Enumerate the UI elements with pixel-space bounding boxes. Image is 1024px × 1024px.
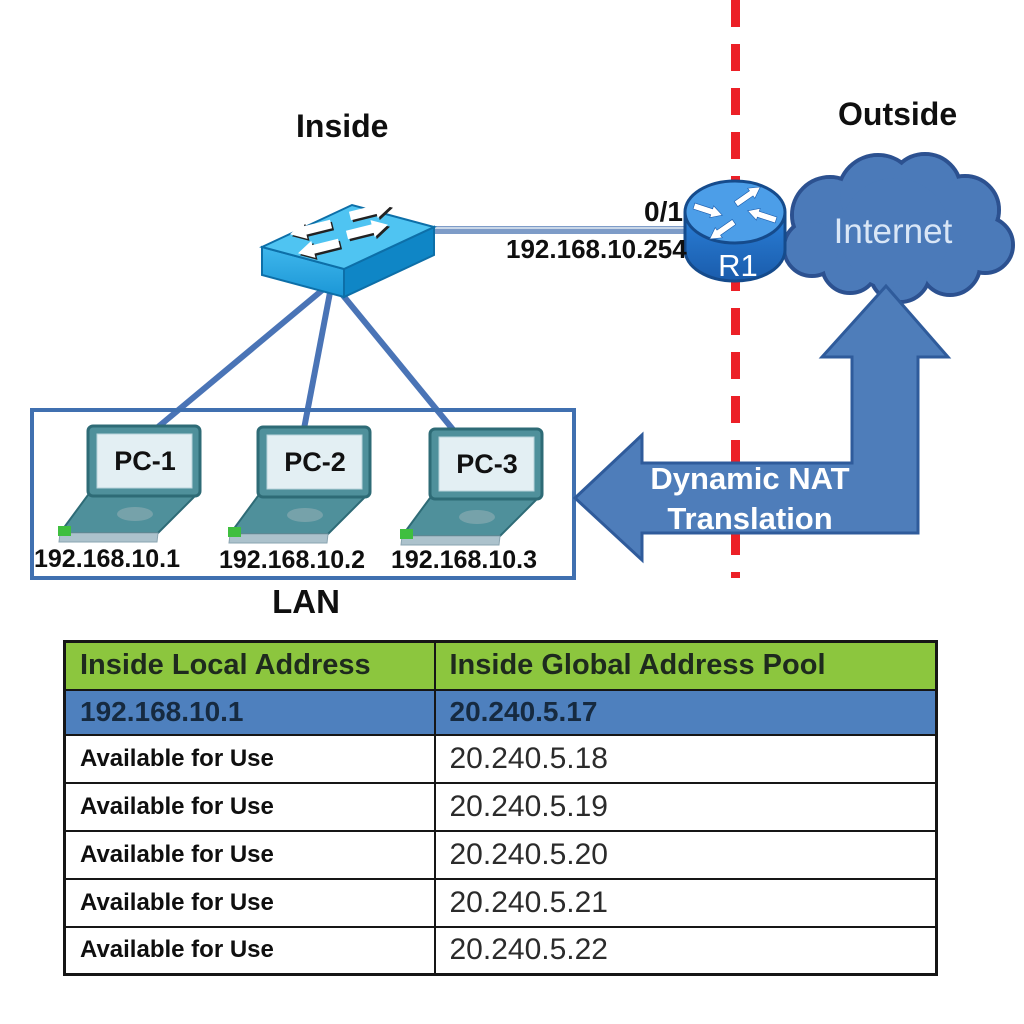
- router-top: [683, 179, 787, 245]
- pc1-name-label: PC-1: [114, 446, 176, 476]
- local-address-cell: 192.168.10.1: [63, 688, 436, 736]
- inside-outside-boundary-line: [731, 0, 740, 578]
- router-interface-ip-label: 192.168.10.254: [506, 234, 687, 264]
- pc2-name-label: PC-2: [284, 447, 346, 477]
- nat-address-table: Inside Local Address Inside Global Addre…: [63, 640, 938, 976]
- pc2-ip-label: 192.168.10.2: [219, 546, 365, 574]
- pc3-name-label: PC-3: [456, 449, 518, 479]
- pc2-laptop-icon: PC-2: [228, 425, 372, 544]
- table-row: Available for Use 20.240.5.20: [63, 829, 938, 880]
- global-address-cell: 20.240.5.17: [433, 688, 938, 736]
- header-inside-global: Inside Global Address Pool: [433, 640, 938, 691]
- table-row: Available for Use 20.240.5.19: [63, 781, 938, 832]
- header-inside-local: Inside Local Address: [63, 640, 436, 691]
- local-address-cell: Available for Use: [63, 877, 436, 928]
- router-icon: R1: [683, 179, 787, 283]
- outside-zone-label: Outside: [838, 96, 958, 132]
- global-address-cell: 20.240.5.18: [433, 733, 938, 784]
- table-row: Available for Use 20.240.5.22: [63, 925, 938, 976]
- pc1-ip-label: 192.168.10.1: [34, 545, 180, 573]
- inside-zone-label: Inside: [296, 108, 389, 144]
- router-interface-label: 0/1: [644, 196, 683, 227]
- table-header-row: Inside Local Address Inside Global Addre…: [63, 640, 938, 691]
- dynamic-nat-arrow-shape: [572, 283, 952, 564]
- global-address-cell: 20.240.5.21: [433, 877, 938, 928]
- router-name-label: R1: [718, 248, 758, 283]
- local-address-cell: Available for Use: [63, 829, 436, 880]
- local-address-cell: Available for Use: [63, 733, 436, 784]
- pc3-ip-label: 192.168.10.3: [391, 546, 537, 574]
- local-address-cell: Available for Use: [63, 925, 436, 976]
- global-address-cell: 20.240.5.22: [433, 925, 938, 976]
- nat-arrow-text-line2: Translation: [667, 501, 832, 536]
- nat-arrow-text-line1: Dynamic NAT: [650, 461, 849, 496]
- pc1-laptop-icon: PC-1: [58, 424, 202, 543]
- table-row-translated: 192.168.10.1 20.240.5.17: [63, 688, 938, 736]
- lan-label: LAN: [272, 583, 340, 620]
- local-address-cell: Available for Use: [63, 781, 436, 832]
- internet-cloud-icon: Internet: [782, 152, 1015, 304]
- table-row: Available for Use 20.240.5.18: [63, 733, 938, 784]
- table-row: Available for Use 20.240.5.21: [63, 877, 938, 928]
- global-address-cell: 20.240.5.20: [433, 829, 938, 880]
- internet-cloud-label: Internet: [834, 212, 953, 251]
- dynamic-nat-arrow: Dynamic NAT Translation: [572, 283, 952, 564]
- switch-icon: [259, 197, 437, 299]
- global-address-cell: 20.240.5.19: [433, 781, 938, 832]
- pc3-laptop-icon: PC-3: [400, 427, 544, 546]
